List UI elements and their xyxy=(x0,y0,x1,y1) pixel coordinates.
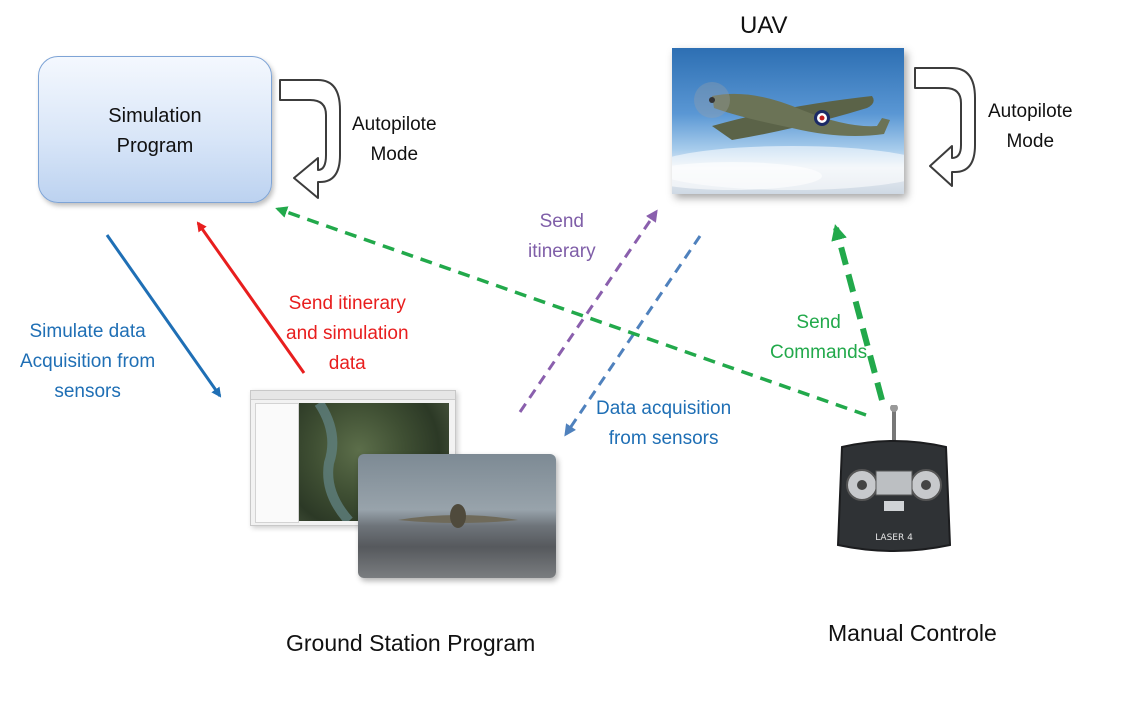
send-itinerary-line2: itinerary xyxy=(528,241,596,262)
send-commands-line2: Commands xyxy=(770,342,868,363)
autopilot-left-line2: Mode xyxy=(370,144,419,165)
simulation-label-line2: Program xyxy=(116,135,194,157)
data-acquisition-label: Data acquisition from sensors xyxy=(596,394,731,454)
autopilot-left-line1: Autopilote xyxy=(352,114,437,135)
data-acquisition-line2: from sensors xyxy=(608,428,719,449)
simulate-data-line1: Simulate data xyxy=(29,321,146,342)
send-commands-label: Send Commands xyxy=(770,308,867,368)
ground-station-titlebar xyxy=(251,391,455,400)
manual-control-title: Manual Controle xyxy=(828,620,997,646)
send-commands-line1: Send xyxy=(796,312,841,333)
autopilot-right-line1: Autopilote xyxy=(988,101,1073,122)
simulation-program-label: Simulation Program xyxy=(39,101,271,161)
river-map-icon xyxy=(314,400,353,525)
simulate-data-line2: Acquisition from xyxy=(20,351,156,372)
simulate-data-line3: sensors xyxy=(54,381,121,402)
autopilot-right-line2: Mode xyxy=(1006,131,1055,152)
uav-image xyxy=(672,48,904,194)
remote-controller-icon xyxy=(836,404,952,552)
ground-station-title: Ground Station Program xyxy=(286,630,536,656)
simulation-program-box: Simulation Program xyxy=(38,56,272,203)
autopilot-right-label: Autopilote Mode xyxy=(988,97,1073,157)
send-itinerary-sim-line1: Send itinerary xyxy=(288,293,406,314)
ground-station-control-panel xyxy=(255,403,299,523)
send-itinerary-sim-line3: data xyxy=(328,353,366,374)
autopilot-left-label: Autopilote Mode xyxy=(352,110,437,170)
remote-controller: LASER 4 xyxy=(834,404,954,555)
send-itinerary-line1: Send xyxy=(539,211,584,232)
remote-brand-label: LASER 4 xyxy=(875,533,913,543)
data-acquisition-line1: Data acquisition xyxy=(596,398,732,419)
simulation-label-line1: Simulation xyxy=(108,105,202,127)
flight-simulator-view xyxy=(358,454,556,578)
simulate-data-label: Simulate data Acquisition from sensors xyxy=(20,317,155,407)
spitfire-plane-icon xyxy=(672,82,904,190)
send-itinerary-sim-line2: and simulation xyxy=(286,323,409,344)
send-itinerary-simulation-label: Send itinerary and simulation data xyxy=(286,289,409,379)
simulated-plane-icon xyxy=(398,504,518,528)
send-itinerary-label: Send itinerary xyxy=(528,207,596,267)
uav-title: UAV xyxy=(740,12,788,39)
